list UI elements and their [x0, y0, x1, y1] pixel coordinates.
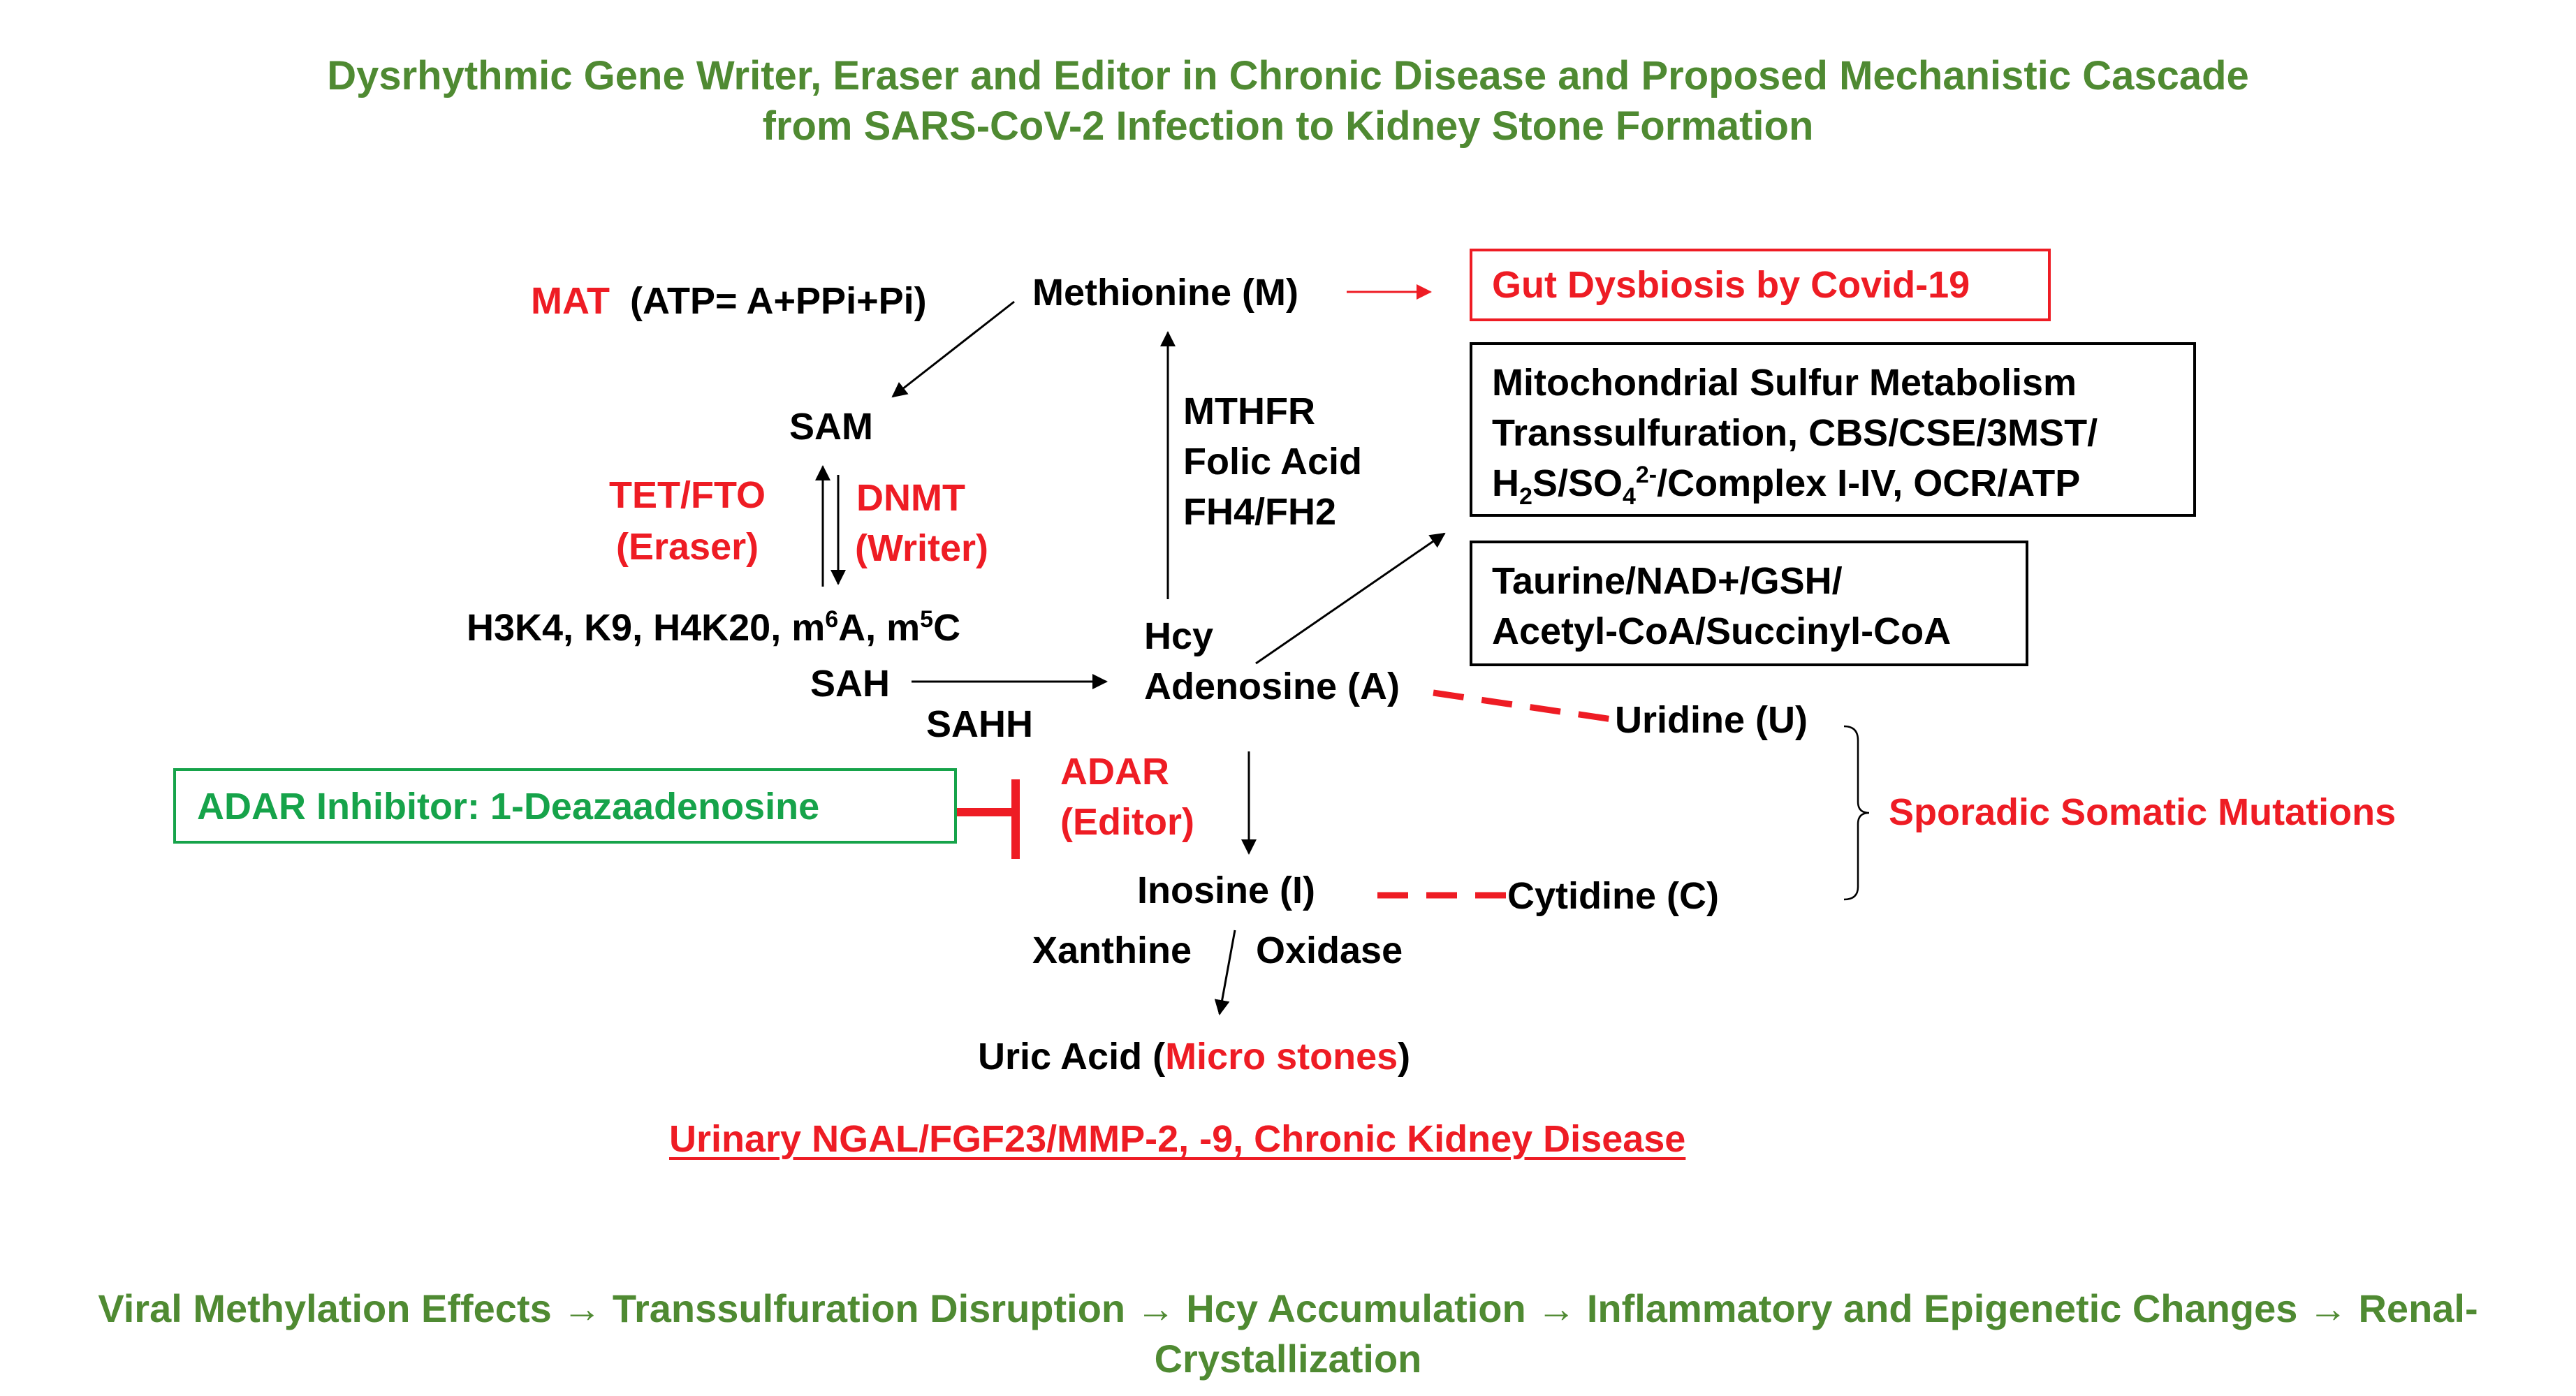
diagram-title-line1: Dysrhythmic Gene Writer, Eraser and Edit…	[327, 53, 2249, 98]
mito-line1: Mitochondrial Sulfur Metabolism	[1492, 362, 2077, 404]
methionine-label: Methionine (M)	[1032, 272, 1298, 314]
arrow-methionine-to-sam	[891, 300, 1015, 398]
fh-label: FH4/FH2	[1183, 491, 1337, 533]
sam-label: SAM	[789, 406, 873, 448]
dnmt-label: DNMT	[856, 477, 965, 519]
footer-cascade-line1: Viral Methylation Effects → Transsulfura…	[98, 1286, 2478, 1330]
mito-line3: H2S/SO42-/Complex I-IV, OCR/ATP	[1492, 462, 2081, 510]
micro-stones-label: Micro stones	[1165, 1036, 1398, 1078]
oxidase-label: Oxidase	[1256, 930, 1403, 971]
uric-acid-label: Uric Acid (Micro stones)	[978, 1036, 1411, 1078]
uridine-label: Uridine (U)	[1615, 699, 1808, 741]
histone-marks-label: H3K4, K9, H4K20, m6A, m5C	[467, 606, 961, 649]
tet-fto-label: TET/FTO	[609, 474, 766, 516]
mat-label: MAT	[531, 280, 610, 322]
mutations-bracket	[1843, 725, 1870, 901]
mito-line2: Transsulfuration, CBS/CSE/3MST/	[1492, 412, 2098, 454]
adar-inhibitor-box: ADAR Inhibitor: 1-Deazaadenosine	[173, 768, 957, 844]
editor-label: (Editor)	[1060, 801, 1194, 843]
writer-label: (Writer)	[855, 527, 989, 569]
adenosine-label: Adenosine (A)	[1144, 666, 1400, 707]
gut-dysbiosis-text: Gut Dysbiosis by Covid-19	[1492, 264, 1970, 306]
mito-sulfur-box: Mitochondrial Sulfur Metabolism Transsul…	[1470, 342, 2196, 517]
urinary-markers-label: Urinary NGAL/FGF23/MMP-2, -9, Chronic Ki…	[669, 1118, 1686, 1160]
footer-cascade-line2: Crystallization	[1154, 1337, 1422, 1381]
taurine-box: Taurine/NAD+/GSH/ Acetyl-CoA/Succinyl-Co…	[1470, 541, 2028, 666]
sporadic-mutations-label: Sporadic Somatic Mutations	[1889, 791, 2396, 833]
arrow-inosine-to-uric	[1214, 930, 1236, 1015]
eraser-label: (Eraser)	[616, 526, 759, 568]
hcy-label: Hcy	[1144, 615, 1214, 657]
mthfr-label: MTHFR	[1183, 390, 1315, 432]
folic-acid-label: Folic Acid	[1183, 441, 1363, 483]
inosine-label: Inosine (I)	[1137, 869, 1315, 911]
arrow-adenosine-to-mito	[1255, 532, 1446, 665]
xanthine-label: Xanthine	[1032, 930, 1192, 971]
sah-label: SAH	[810, 663, 891, 705]
adar-label: ADAR	[1060, 751, 1169, 793]
atp-label: (ATP= A+PPi+Pi)	[630, 280, 927, 322]
dash-adenosine-uridine	[1433, 689, 1613, 723]
cytidine-label: Cytidine (C)	[1507, 875, 1719, 917]
taurine-line1: Taurine/NAD+/GSH/	[1492, 560, 1843, 602]
adar-inhibitor-text: ADAR Inhibitor: 1-Deazaadenosine	[197, 786, 820, 828]
gut-dysbiosis-box: Gut Dysbiosis by Covid-19	[1470, 249, 2051, 321]
taurine-line2: Acetyl-CoA/Succinyl-CoA	[1492, 610, 1952, 652]
diagram-title-line2: from SARS-CoV-2 Infection to Kidney Ston…	[762, 103, 1814, 149]
sahh-label: SAHH	[926, 703, 1034, 745]
